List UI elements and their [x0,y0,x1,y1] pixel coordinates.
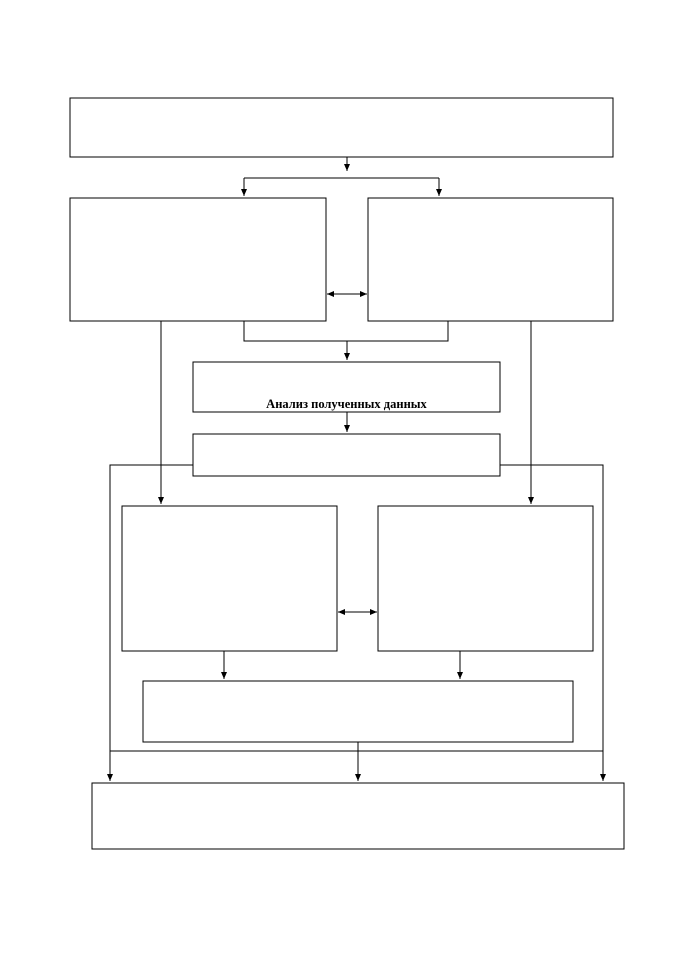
analysis-box: Анализ полученных данных [192,361,501,413]
right-lower-box [377,505,594,652]
top-box [69,97,614,158]
left-upper-box [69,197,327,322]
connector-merge-bracket [243,321,449,342]
outer-frame-outline [109,464,604,752]
left-lower-box [121,505,338,652]
right-upper-box [367,197,614,322]
mid-box [192,433,501,477]
analysis-box-label: Анализ полученных данных [266,397,427,411]
bottom-box [91,782,625,850]
lower-wide-box [142,680,574,743]
